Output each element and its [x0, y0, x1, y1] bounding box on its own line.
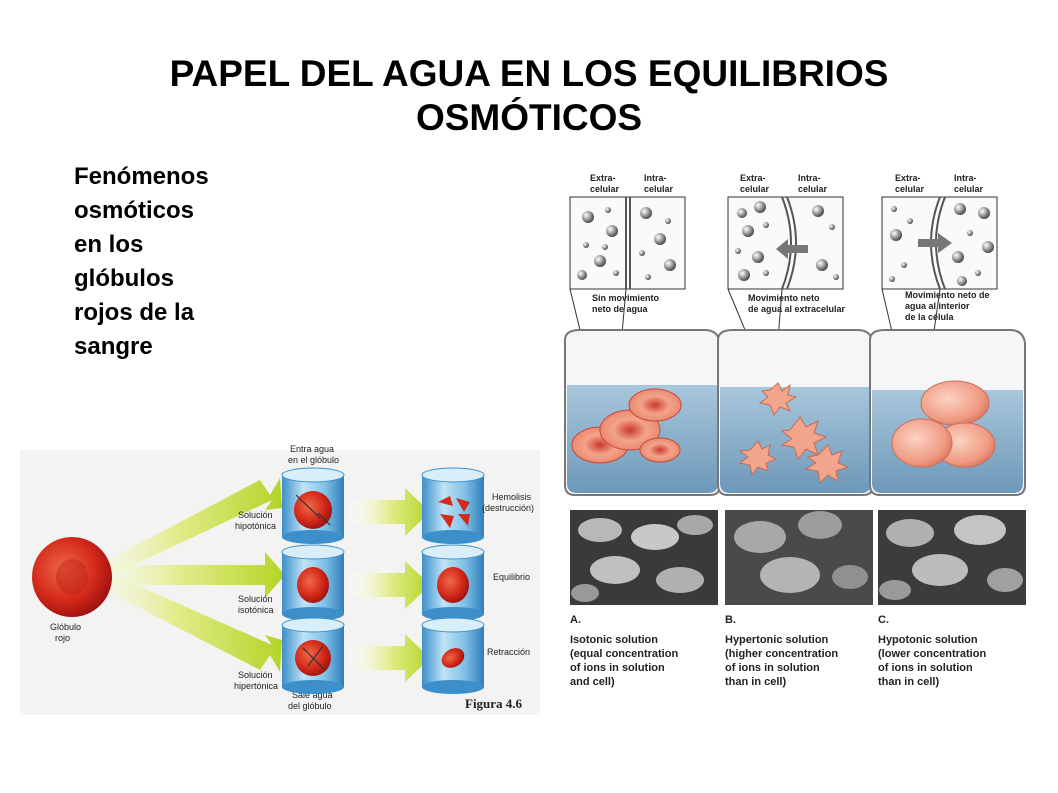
- cylinder-hemolysis: [421, 467, 485, 544]
- c-extra-label-2: celular: [895, 184, 925, 194]
- b-intra-label-1: Intra-: [798, 173, 821, 183]
- c-caption-4: than in cell): [878, 676, 939, 688]
- c-desc-1: Movimiento neto de: [905, 290, 990, 300]
- a-caption-2: (equal concentration: [570, 648, 678, 660]
- a-caption-4: and cell): [570, 676, 615, 688]
- beaker-c: [869, 329, 1026, 496]
- a-desc-2: neto de agua: [592, 304, 649, 314]
- cylinder-hypotonic-1: [281, 467, 345, 544]
- a-caption-3: of ions in solution: [570, 662, 665, 674]
- b-intra-label-2: celular: [798, 184, 828, 194]
- cell-label-1: Glóbulo: [50, 622, 81, 632]
- b-caption-1: Hypertonic solution: [725, 634, 829, 646]
- c-intra-label-2: celular: [954, 184, 984, 194]
- figure-label: Figura 4.6: [465, 696, 523, 711]
- c-micrograph: [878, 510, 1026, 605]
- a-membrane-box: [569, 196, 686, 290]
- b-caption-3: of ions in solution: [725, 662, 820, 674]
- cell-label-2: rojo: [55, 633, 70, 643]
- a-extra-label-2: celular: [590, 184, 620, 194]
- a-caption-letter: A.: [570, 614, 581, 626]
- c-caption-1: Hypotonic solution: [878, 634, 978, 646]
- intro-text: Fenómenos osmóticos en los glóbulos rojo…: [74, 160, 264, 364]
- c-caption-letter: C.: [878, 614, 889, 626]
- hemolisis-label-2: (destrucción): [482, 503, 534, 513]
- arrow-row-2: [350, 561, 430, 609]
- beaker-a: [564, 329, 721, 496]
- sale-agua-label-1: Sale agua: [292, 690, 333, 700]
- entra-agua-label-2: en el glóbulo: [288, 455, 339, 465]
- b-caption-2: (higher concentration: [725, 648, 838, 660]
- a-caption-1: Isotonic solution: [570, 634, 658, 646]
- a-intra-label-1: Intra-: [644, 173, 667, 183]
- arrow-isotonic: [75, 552, 285, 598]
- c-intra-label-1: Intra-: [954, 173, 977, 183]
- cylinder-hypertonic-1: [281, 617, 345, 694]
- arrow-hypotonic: [70, 478, 282, 590]
- b-extra-label-1: Extra-: [740, 173, 766, 183]
- hipertonica-label-1: Solución: [238, 670, 273, 680]
- isotonica-label-2: isotónica: [238, 605, 274, 615]
- c-extra-label-1: Extra-: [895, 173, 921, 183]
- b-desc-1: Movimiento neto: [748, 293, 820, 303]
- sale-agua-label-2: del glóbulo: [288, 701, 332, 711]
- c-caption-2: (lower concentration: [878, 648, 986, 660]
- c-desc-3: de la célula: [905, 312, 955, 322]
- arrow-row-1: [350, 488, 430, 536]
- cylinder-retraction: [421, 617, 485, 694]
- intro-line: glóbulos: [74, 265, 174, 292]
- right-osmosis-figure: Extra- celular Intra- celular Sin movimi…: [564, 173, 1026, 688]
- slide-title: PAPEL DEL AGUA EN LOS EQUILIBRIOS OSMÓTI…: [0, 52, 1058, 140]
- cylinder-equilibrium: [421, 544, 485, 621]
- hipertonica-label-2: hipertónica: [234, 681, 278, 691]
- hipotonica-label-2: hipotónica: [235, 521, 276, 531]
- hemolisis-label-1: Hemolisis: [492, 492, 532, 502]
- c-caption-3: of ions in solution: [878, 662, 973, 674]
- arrow-hypertonic: [70, 560, 282, 672]
- a-desc-1: Sin movimiento: [592, 293, 660, 303]
- b-desc-2: de agua al extracelular: [748, 304, 846, 314]
- intro-line: rojos de la: [74, 299, 195, 326]
- entra-agua-label-1: Entra agua: [290, 444, 334, 454]
- c-membrane-box: [881, 196, 998, 290]
- isotonica-label-1: Solución: [238, 594, 273, 604]
- intro-line: osmóticos: [74, 197, 195, 224]
- equilibrio-label: Equilibrio: [493, 572, 530, 582]
- a-intra-label-2: celular: [644, 184, 674, 194]
- arrow-row-3: [350, 634, 430, 682]
- b-caption-4: than in cell): [725, 676, 786, 688]
- left-osmosis-figure: Glóbulo rojo Solución hipotónica Solució…: [20, 444, 540, 715]
- b-membrane-box: [727, 196, 844, 290]
- intro-line: Fenómenos: [74, 163, 209, 190]
- cylinder-isotonic-1: [281, 544, 345, 621]
- a-extra-label-1: Extra-: [590, 173, 616, 183]
- cell-center: [56, 559, 88, 595]
- b-micrograph: [725, 510, 873, 605]
- a-micrograph: [570, 510, 718, 605]
- intro-line: en los: [74, 231, 144, 258]
- hipotonica-label-1: Solución: [238, 510, 273, 520]
- intro-line: sangre: [74, 333, 153, 360]
- b-caption-letter: B.: [725, 614, 736, 626]
- retraccion-label: Retracción: [487, 647, 530, 657]
- title-line-2: OSMÓTICOS: [415, 97, 643, 138]
- beaker-b: [717, 329, 874, 496]
- b-extra-label-2: celular: [740, 184, 770, 194]
- title-line-1: PAPEL DEL AGUA EN LOS EQUILIBRIOS: [169, 53, 889, 94]
